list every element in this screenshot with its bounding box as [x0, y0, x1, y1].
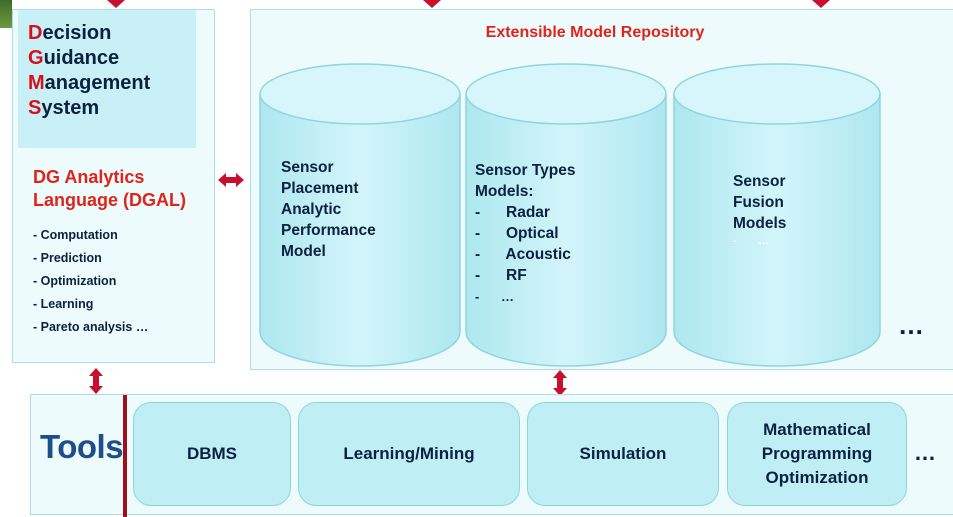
cylinder-2-line: Sensor Types	[475, 162, 576, 179]
repository-more-ellipsis: …	[898, 310, 924, 340]
corner-image	[0, 0, 12, 28]
tool-simulation-label: Simulation	[579, 444, 667, 463]
cylinder-sensor-types	[465, 63, 667, 367]
cylinder-sensor-placement	[259, 63, 461, 367]
cylinder-3-line: - …	[733, 235, 770, 247]
tool-learning-mining-label: Learning/Mining	[343, 444, 475, 463]
top-arrow-1	[107, 0, 125, 8]
cylinder-3-line: Sensor	[733, 173, 786, 190]
cylinders	[259, 63, 881, 367]
cylinder-2-line: - …	[475, 289, 514, 304]
dgal-title-line2: Language (DGAL)	[33, 190, 186, 210]
feature-item: - Prediction	[33, 251, 102, 265]
tool-mathematical-programming: Mathematical Programming Optimization	[727, 402, 907, 506]
cylinder-1-line: Placement	[281, 180, 359, 197]
dgms-word-management: Management	[28, 72, 151, 94]
cylinder-2-line: - Optical	[475, 225, 559, 242]
cylinder-1-line: Performance	[281, 222, 376, 239]
dgal-title-line1: DG Analytics	[33, 167, 145, 187]
top-arrow-3	[812, 0, 830, 8]
cylinder-1-label: Sensor Placement Analytic Performance Mo…	[281, 157, 451, 262]
dgms-repo-double-arrow	[218, 173, 244, 187]
dgms-word-system: System	[28, 97, 100, 119]
feature-item: - Optimization	[33, 274, 117, 288]
cylinder-2-line: - Radar	[475, 204, 550, 221]
tool-dbms: DBMS	[133, 402, 291, 506]
tool-simulation: Simulation	[527, 402, 719, 506]
tool-dbms-label: DBMS	[186, 444, 238, 463]
cylinder-2-line: - RF	[475, 267, 527, 284]
dgms-word-guidance: Guidance	[28, 47, 120, 69]
cylinder-3-line: Models	[733, 215, 787, 232]
dgal-title: DG Analytics Language (DGAL)	[33, 166, 213, 212]
cylinder-2-line: Models:	[475, 183, 534, 200]
top-arrows	[107, 0, 830, 8]
top-arrow-2	[423, 0, 441, 8]
cylinder-sensor-fusion	[673, 63, 881, 367]
feature-item: - Pareto analysis …	[33, 320, 149, 334]
cylinder-2-label: Sensor Types Models: - Radar - Optical -…	[475, 160, 655, 307]
cylinder-1-line: Model	[281, 243, 326, 260]
cylinder-3-label: Sensor Fusion Models - …	[733, 171, 883, 248]
repo-tools-double-arrow	[553, 370, 567, 396]
cylinder-1-line: Sensor	[281, 159, 334, 176]
tools-more-ellipsis: …	[914, 440, 936, 465]
cylinder-2-line: - Acoustic	[475, 246, 571, 263]
dgms-title: Decision Guidance Management System	[18, 10, 196, 148]
dgms-word-decision: Decision	[28, 22, 112, 44]
tools-label: Tools	[40, 428, 124, 465]
feature-item: - Computation	[33, 228, 118, 242]
tool-mathematical-programming-label: Mathematical Programming Optimization	[761, 420, 873, 487]
feature-item: - Learning	[33, 297, 94, 311]
tool-learning-mining: Learning/Mining	[298, 402, 520, 506]
dgms-tools-double-arrow	[89, 368, 103, 394]
repository-title: Extensible Model Repository	[485, 24, 705, 41]
tools-divider	[123, 395, 127, 517]
cylinder-3-line: Fusion	[733, 194, 784, 211]
dgal-feature-list: - Computation - Prediction - Optimizatio…	[33, 224, 213, 339]
cylinder-1-line: Analytic	[281, 201, 342, 218]
